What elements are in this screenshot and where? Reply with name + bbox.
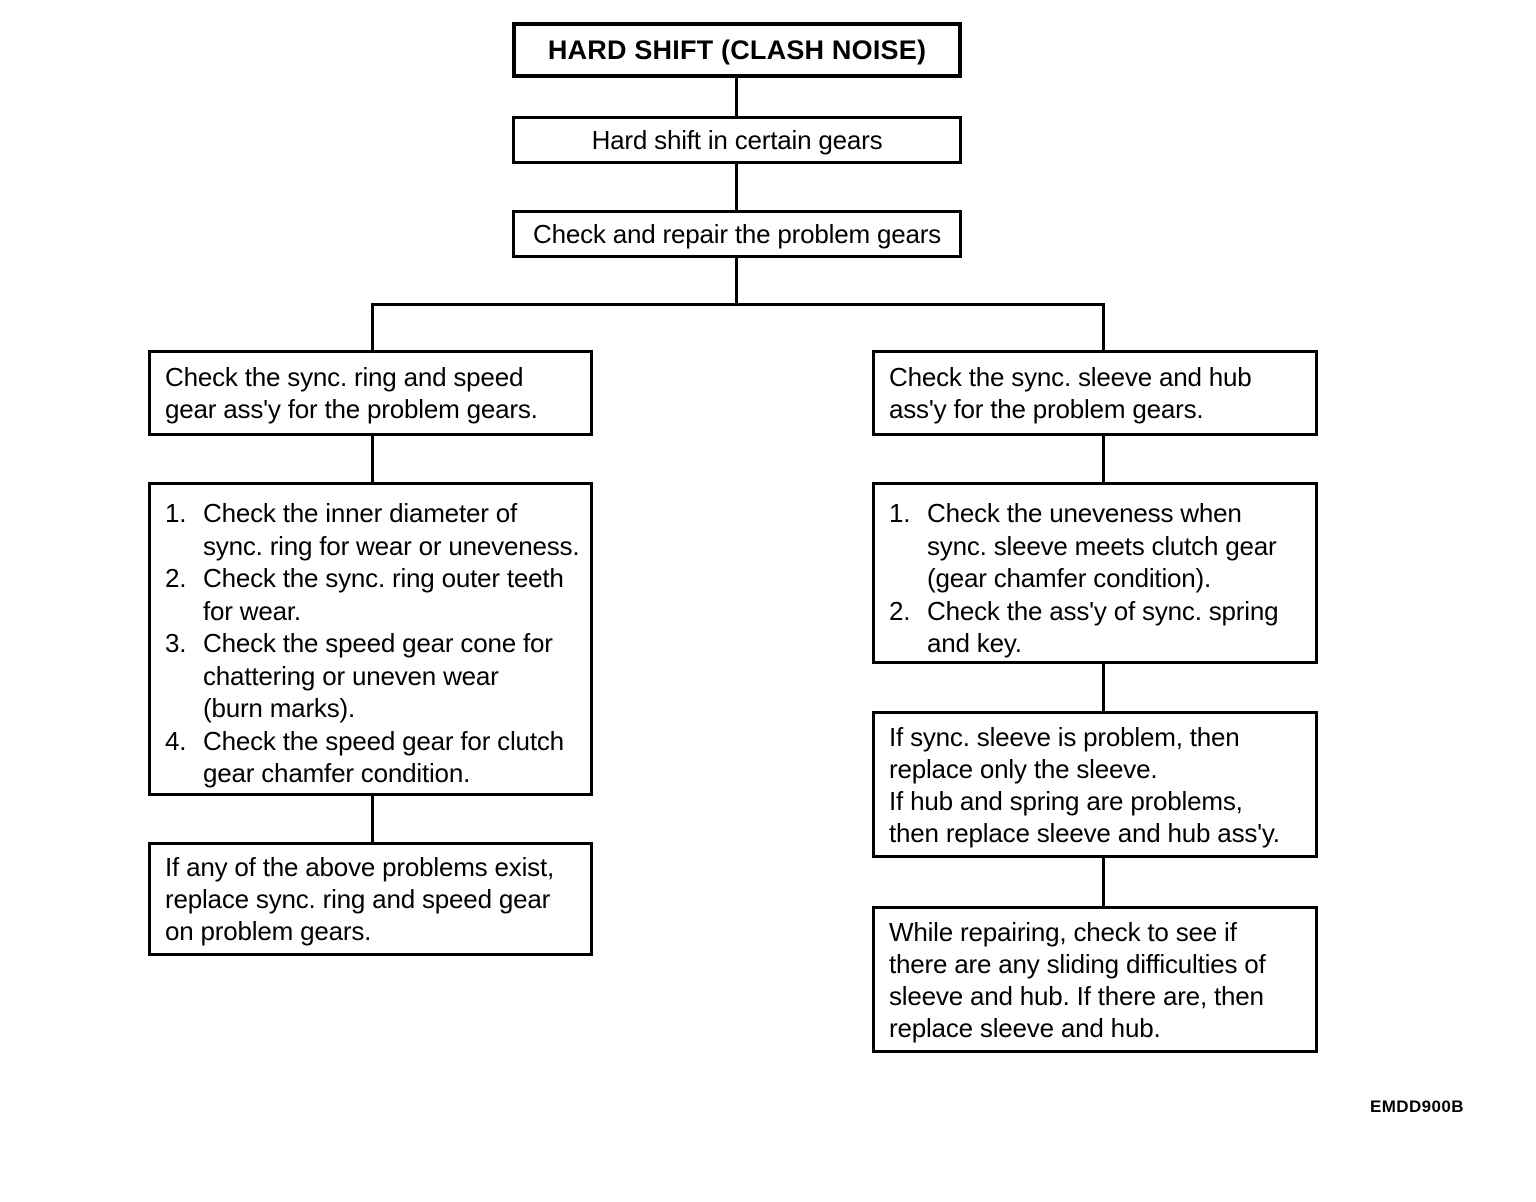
connector-right-result-to-note (1102, 858, 1105, 907)
list-item-text: Check the speed gear cone for chattering… (203, 628, 553, 723)
list-item: 2. Check the sync. ring outer teeth for … (165, 562, 580, 627)
node-left-checklist: 1. Check the inner diameter of sync. rin… (148, 482, 593, 796)
connector-left-head-to-checklist (371, 436, 374, 484)
connector-split-drop-right (1102, 303, 1105, 351)
list-item-text: Check the sync. ring outer teeth for wea… (203, 563, 564, 626)
connector-symptom-to-action (735, 164, 738, 210)
connector-root-to-symptom (735, 78, 738, 116)
figure-code: EMDD900B (1370, 1097, 1464, 1116)
node-left-result: If any of the above problems exist, repl… (148, 842, 593, 956)
node-right-checklist: 1. Check the uneveness when sync. sleeve… (872, 482, 1318, 664)
list-item: 1. Check the uneveness when sync. sleeve… (889, 497, 1305, 595)
connector-split-bar (371, 303, 1105, 306)
node-left-result-label: If any of the above problems exist, repl… (165, 852, 554, 946)
node-right-branch-head: Check the sync. sleeve and hub ass'y for… (872, 350, 1318, 436)
list-item: 1. Check the inner diameter of sync. rin… (165, 497, 580, 562)
node-action-label: Check and repair the problem gears (533, 219, 941, 249)
connector-left-checklist-to-result (371, 796, 374, 843)
list-item-number: 1. (889, 498, 911, 528)
node-left-branch-head: Check the sync. ring and speed gear ass'… (148, 350, 593, 436)
connector-right-checklist-to-result (1102, 664, 1105, 712)
list-item-number: 1. (165, 498, 187, 528)
node-symptom-label: Hard shift in certain gears (591, 125, 883, 155)
node-left-branch-head-label: Check the sync. ring and speed gear ass'… (165, 362, 538, 424)
connector-split-drop-left (371, 303, 374, 351)
list-item: 3. Check the speed gear cone for chatter… (165, 627, 580, 725)
node-right-note-label: While repairing, check to see if there a… (889, 916, 1266, 1043)
list-item-number: 4. (165, 725, 187, 756)
list-item-text: Check the uneveness when sync. sleeve me… (927, 498, 1277, 593)
list-item-number: 2. (889, 595, 911, 626)
connector-right-head-to-checklist (1102, 436, 1105, 484)
list-item: 2. Check the ass'y of sync. spring and k… (889, 595, 1305, 660)
list-item-text: Check the inner diameter of sync. ring f… (203, 498, 580, 561)
connector-action-stem (735, 258, 738, 306)
list-item-number: 2. (165, 563, 187, 593)
node-right-note: While repairing, check to see if there a… (872, 906, 1318, 1053)
node-right-result-label: If sync. sleeve is problem, then replace… (889, 721, 1280, 848)
node-root-label: HARD SHIFT (CLASH NOISE) (547, 35, 927, 65)
node-action: Check and repair the problem gears (512, 210, 962, 258)
list-item-text: Check the ass'y of sync. spring and key. (927, 595, 1279, 659)
node-root: HARD SHIFT (CLASH NOISE) (512, 22, 962, 78)
list-item: 4. Check the speed gear for clutch gear … (165, 725, 580, 790)
list-item-number: 3. (165, 628, 187, 658)
node-right-result: If sync. sleeve is problem, then replace… (872, 711, 1318, 858)
node-right-branch-head-label: Check the sync. sleeve and hub ass'y for… (889, 362, 1252, 424)
node-symptom: Hard shift in certain gears (512, 116, 962, 164)
list-item-text: Check the speed gear for clutch gear cha… (203, 725, 564, 789)
